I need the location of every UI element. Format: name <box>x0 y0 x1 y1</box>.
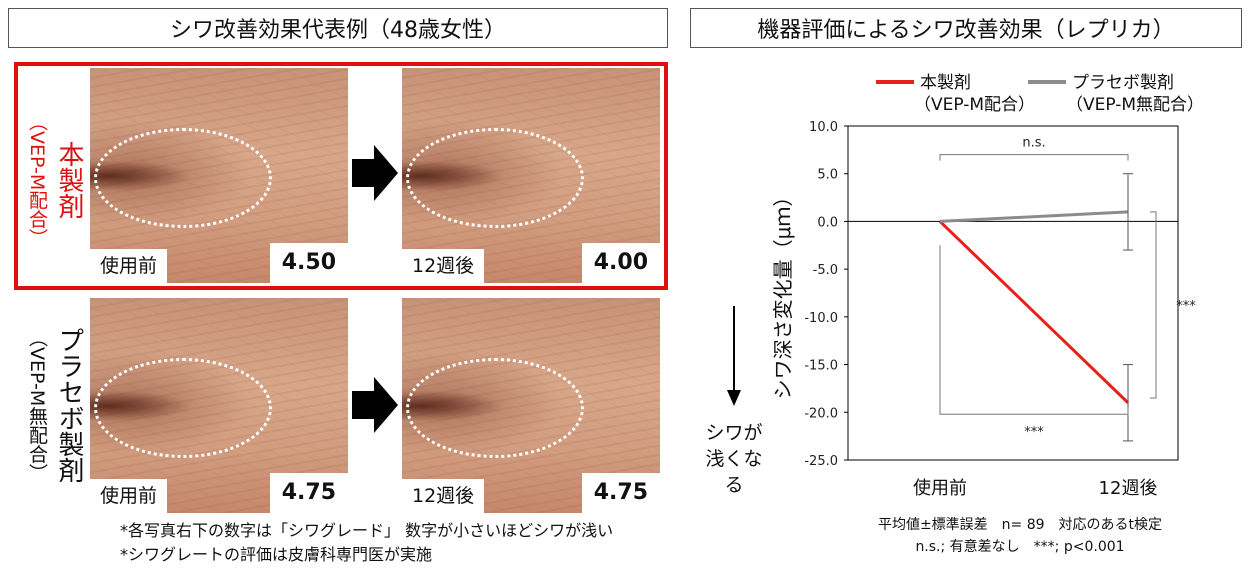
row-label-main: 本製剤 <box>54 141 84 219</box>
down-annotation-line2: 浅くなる <box>705 448 763 496</box>
y-tick-label: -10.0 <box>804 311 838 326</box>
y-tick-label: -20.0 <box>804 406 838 421</box>
down-annotation: シワが 浅くなる <box>698 420 770 498</box>
x-tick-label: 使用前 <box>913 478 967 499</box>
y-tick-label: -25.0 <box>804 454 838 469</box>
wrinkle-grade: 4.75 <box>269 473 348 513</box>
y-tick-label: 0.0 <box>817 215 838 230</box>
line-chart: 10.0 5.0 0.0 -5.0 -10.0 -15.0 -20.0 -25.0 シワ深さ変化… <box>771 73 1204 499</box>
footnote: *各写真右下の数字は「シワグレード」 数字が小さいほどシワが浅い <box>120 521 614 540</box>
photo-after-placebo: 12週後 4.75 <box>402 298 660 513</box>
plot-frame <box>847 125 1179 461</box>
y-tick-label: -5.0 <box>813 263 838 278</box>
y-tick-label: 10.0 <box>809 120 838 135</box>
y-tick-label: 5.0 <box>817 168 838 183</box>
legend-label: （VEP-M無配合） <box>1066 95 1204 115</box>
sig-label: n.s. <box>1022 136 1045 151</box>
stats-note: 平均値±標準誤差 n= 89 対応のあるt検定 n.s.; 有意差なし ***;… <box>820 514 1220 558</box>
sig-bracket <box>1150 211 1157 399</box>
y-tick-label: -15.0 <box>804 359 838 374</box>
photo-before-product: 使用前 4.50 <box>90 68 348 283</box>
legend-label: 本製剤 <box>920 73 971 93</box>
row-label-sub: （VEP-M配合） <box>26 112 48 248</box>
wrinkle-grade: 4.75 <box>581 473 660 513</box>
stats-note-line1: 平均値±標準誤差 n= 89 対応のあるt検定 <box>877 517 1163 533</box>
right-panel-title: 機器評価によるシワ改善効果（レプリカ） <box>690 8 1242 48</box>
footnote: *シワグレートの評価は皮膚科専門医が実施 <box>120 545 433 564</box>
down-annotation-line1: シワが <box>705 422 763 444</box>
arrow-right-icon <box>352 145 398 201</box>
highlight-frame <box>14 62 668 290</box>
wrinkle-grade: 4.00 <box>581 243 660 283</box>
stats-note-line2: n.s.; 有意差なし ***; p<0.001 <box>915 539 1125 555</box>
row-label-sub: （VEP-M無配合） <box>26 327 48 483</box>
sig-label: *** <box>1024 425 1044 440</box>
row-label-main: プラセボ製剤 <box>54 327 84 483</box>
photo-label: 使用前 <box>90 249 168 283</box>
wrinkle-area-oval <box>94 358 272 458</box>
sig-label: *** <box>1176 299 1196 314</box>
arrow-right-icon <box>352 377 398 433</box>
row-label-placebo: プラセボ製剤 （VEP-M無配合） <box>22 300 88 510</box>
series-line-1 <box>939 210 1129 223</box>
x-tick-label: 12週後 <box>1099 478 1158 499</box>
y-axis-label: シワ深さ変化量（μｍ） <box>771 187 795 400</box>
series-line-0 <box>938 220 1130 404</box>
sig-bracket <box>939 154 1129 161</box>
wrinkle-grade: 4.50 <box>269 243 348 283</box>
arrow-down-icon <box>727 306 741 406</box>
row-label-product: 本製剤 （VEP-M配合） <box>22 80 88 280</box>
photo-after-product: 12週後 4.00 <box>402 68 660 283</box>
photo-label: 12週後 <box>402 249 485 283</box>
photo-label: 12週後 <box>402 479 485 513</box>
photo-before-placebo: 使用前 4.75 <box>90 298 348 513</box>
left-panel-title: シワ改善効果代表例（48歳女性） <box>8 8 668 48</box>
legend-label: プラセボ製剤 <box>1072 73 1174 93</box>
wrinkle-area-oval <box>94 128 272 228</box>
sig-bracket <box>939 245 1129 415</box>
wrinkle-area-oval <box>406 128 584 228</box>
photo-label: 使用前 <box>90 479 168 513</box>
wrinkle-area-oval <box>406 358 584 458</box>
legend-label: （VEP-M配合） <box>914 95 1035 115</box>
